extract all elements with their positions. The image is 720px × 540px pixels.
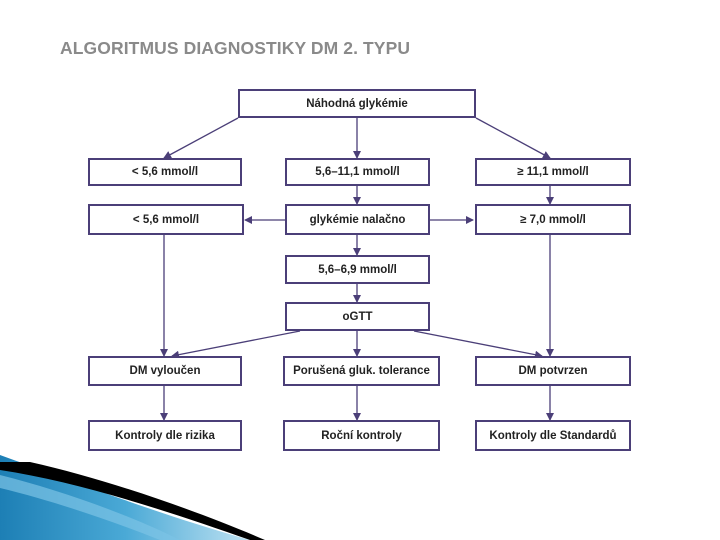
fasting-high-box: ≥ 7,0 mmol/l: [475, 204, 631, 235]
fasting-low-box: < 5,6 mmol/l: [88, 204, 244, 235]
random-glycemia-box: Náhodná glykémie: [238, 89, 476, 118]
fasting-mid-box: 5,6–6,9 mmol/l: [285, 255, 430, 284]
arrow-random-low: [163, 117, 239, 159]
controls-standards-box: Kontroly dle Standardů: [475, 420, 631, 451]
dm-excluded-box: DM vyloučen: [88, 356, 242, 386]
controls-risk-box: Kontroly dle rizika: [88, 420, 242, 451]
controls-yearly-box: Roční kontroly: [283, 420, 440, 451]
dm-confirmed-box: DM potvrzen: [475, 356, 631, 386]
page-title: ALGORITMUS DIAGNOSTIKY DM 2. TYPU: [60, 38, 411, 58]
arrow-ogtt-confirmed: [413, 330, 543, 359]
fasting-glycemia-box: glykémie nalačno: [285, 204, 430, 235]
arrow-random-high: [475, 117, 551, 159]
random-low-box: < 5,6 mmol/l: [88, 158, 242, 186]
arrow-ogtt-excluded: [171, 330, 301, 359]
ogtt-box: oGTT: [285, 302, 430, 331]
impaired-tolerance-box: Porušená gluk. tolerance: [283, 356, 440, 386]
random-mid-box: 5,6–11,1 mmol/l: [285, 158, 430, 186]
random-high-box: ≥ 11,1 mmol/l: [475, 158, 631, 186]
